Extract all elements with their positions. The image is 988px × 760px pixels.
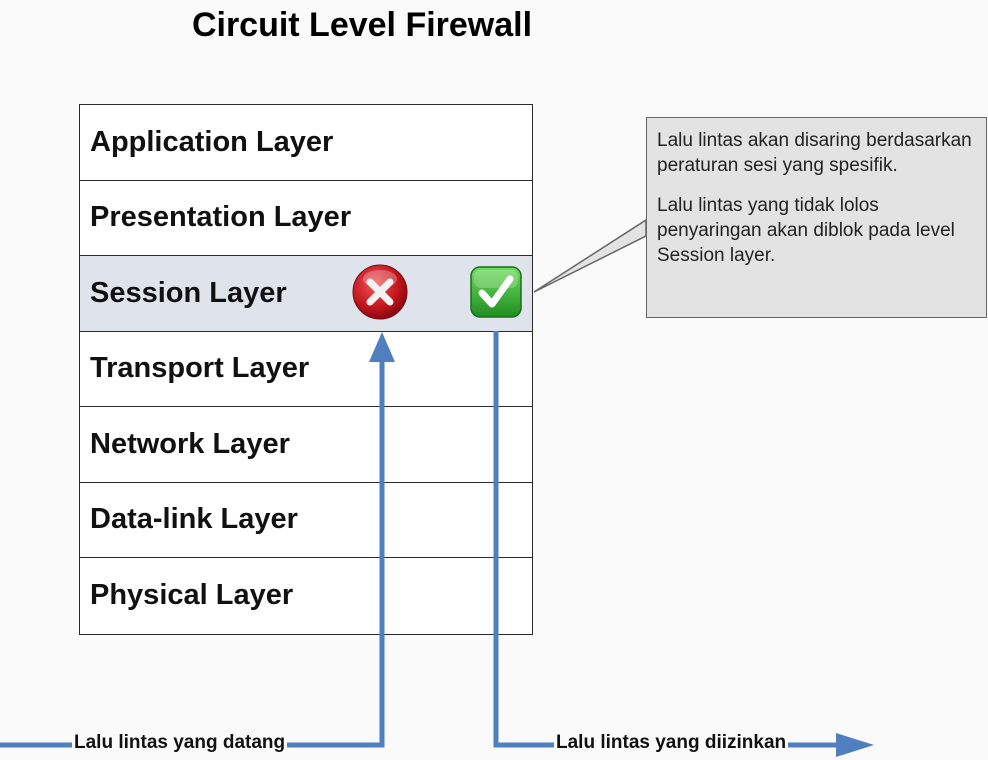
layer-session: Session Layer	[80, 256, 532, 332]
layer-physical: Physical Layer	[80, 558, 532, 634]
incoming-flow-line	[0, 358, 385, 748]
layer-application: Application Layer	[80, 105, 532, 181]
layer-network: Network Layer	[80, 407, 532, 483]
incoming-arrowhead	[369, 332, 395, 362]
layer-label: Presentation Layer	[90, 201, 352, 234]
layer-presentation: Presentation Layer	[80, 181, 532, 256]
callout-box: Lalu lintas akan disaring berdasarkan pe…	[646, 117, 987, 318]
callout-pointer	[533, 218, 647, 293]
allowed-flow-line	[493, 331, 840, 748]
diagram-title: Circuit Level Firewall	[191, 6, 533, 44]
layer-data-link: Data-link Layer	[80, 483, 532, 558]
allowed-arrowhead	[836, 733, 874, 757]
layer-label: Physical Layer	[90, 579, 294, 612]
layer-label: Network Layer	[90, 427, 290, 460]
layer-transport: Transport Layer	[80, 332, 532, 407]
layer-label: Session Layer	[90, 276, 287, 309]
callout-paragraph-filtering: Lalu lintas akan disaring berdasarkan pe…	[657, 130, 972, 176]
layer-label: Application Layer	[90, 125, 334, 158]
incoming-traffic-label: Lalu lintas yang datang	[72, 732, 288, 754]
x-circle-icon	[352, 264, 408, 320]
layer-label: Data-link Layer	[90, 503, 298, 536]
checkmark-icon	[470, 266, 522, 318]
layer-label: Transport Layer	[90, 352, 310, 385]
callout-paragraph-blocking: Lalu lintas yang tidak lolos penyaringan…	[657, 195, 955, 266]
allowed-traffic-label: Lalu lintas yang diizinkan	[554, 732, 789, 754]
osi-layer-stack: Application Layer Presentation Layer Ses…	[79, 104, 533, 635]
